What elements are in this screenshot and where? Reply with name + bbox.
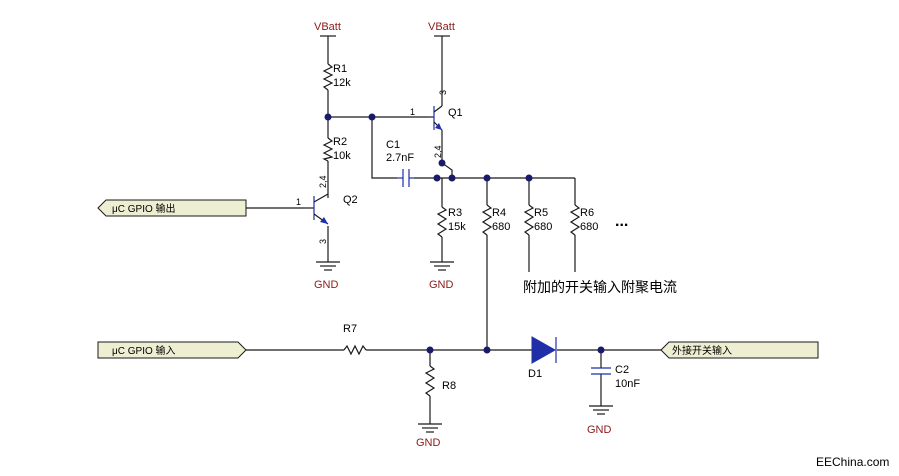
- port-ext-switch-in: 外接开关输入: [660, 341, 819, 359]
- capacitor-c2: C2 10nF: [591, 364, 640, 390]
- svg-text:1: 1: [410, 107, 415, 117]
- svg-text:15k: 15k: [448, 221, 466, 233]
- svg-text:3: 3: [438, 90, 448, 95]
- svg-text:10k: 10k: [333, 150, 351, 162]
- svg-text:GND: GND: [416, 437, 441, 449]
- svg-text:R1: R1: [333, 63, 347, 75]
- gnd-r3: GND: [429, 261, 455, 291]
- watermark: EEChina.com: [816, 455, 889, 469]
- diode-d1: D1: [528, 336, 557, 380]
- svg-text:2,4: 2,4: [318, 175, 328, 188]
- svg-text:R8: R8: [442, 380, 456, 392]
- svg-text:1: 1: [296, 197, 301, 207]
- svg-text:680: 680: [580, 221, 598, 233]
- resistor-r5: R5 680: [523, 204, 552, 236]
- svg-text:680: 680: [492, 221, 510, 233]
- vbatt-left: VBatt: [314, 21, 341, 37]
- capacitor-c1: C1 2.7nF: [386, 139, 414, 187]
- svg-text:12k: 12k: [333, 77, 351, 89]
- junctions: [324, 113, 605, 354]
- svg-text:GND: GND: [314, 279, 339, 291]
- svg-text:C1: C1: [386, 139, 400, 151]
- svg-text:R2: R2: [333, 136, 347, 148]
- svg-text:Q1: Q1: [448, 107, 463, 119]
- gnd-r8: GND: [416, 423, 443, 449]
- svg-text:μC GPIO 输入: μC GPIO 输入: [112, 344, 176, 357]
- resistor-r4: R4 680: [481, 204, 510, 236]
- transistor-q2: 1 2,4 3 Q2: [296, 175, 358, 244]
- svg-text:10nF: 10nF: [615, 378, 640, 390]
- svg-text:R7: R7: [343, 323, 357, 335]
- resistor-r8: R8: [424, 365, 456, 397]
- svg-text:μC GPIO 输出: μC GPIO 输出: [112, 202, 176, 215]
- svg-text:680: 680: [534, 221, 552, 233]
- svg-text:R5: R5: [534, 207, 548, 219]
- resistor-r3: R3 15k: [436, 206, 466, 238]
- svg-text:2,4: 2,4: [433, 145, 443, 158]
- resistor-r1: R1 12k: [322, 63, 351, 91]
- svg-text:R3: R3: [448, 207, 462, 219]
- svg-text:GND: GND: [587, 424, 612, 436]
- svg-text:3: 3: [318, 239, 328, 244]
- svg-text:VBatt: VBatt: [428, 21, 455, 33]
- port-gpio-out: μC GPIO 输出: [97, 199, 247, 217]
- svg-text:2.7nF: 2.7nF: [386, 152, 414, 164]
- svg-text:D1: D1: [528, 368, 542, 380]
- svg-text:GND: GND: [429, 279, 454, 291]
- continuation-dots: ...: [615, 213, 628, 230]
- resistor-r7: R7: [343, 323, 367, 356]
- svg-text:Q2: Q2: [343, 194, 358, 206]
- transistor-q1: 1 3 2,4 Q1: [410, 90, 463, 158]
- svg-text:外接开关输入: 外接开关输入: [672, 344, 732, 357]
- gnd-q2: GND: [314, 261, 341, 291]
- svg-text:R6: R6: [580, 207, 594, 219]
- svg-text:C2: C2: [615, 364, 629, 376]
- vbatt-right: VBatt: [428, 21, 455, 37]
- svg-text:VBatt: VBatt: [314, 21, 341, 33]
- resistor-r2: R2 10k: [322, 136, 351, 162]
- svg-text:R4: R4: [492, 207, 506, 219]
- port-gpio-in: μC GPIO 输入: [97, 341, 247, 359]
- extra-switch-note: 附加的开关输入附聚电流: [523, 280, 677, 296]
- resistor-r6: R6 680: [569, 204, 598, 236]
- wires: [246, 36, 661, 424]
- gnd-c2: GND: [587, 405, 614, 436]
